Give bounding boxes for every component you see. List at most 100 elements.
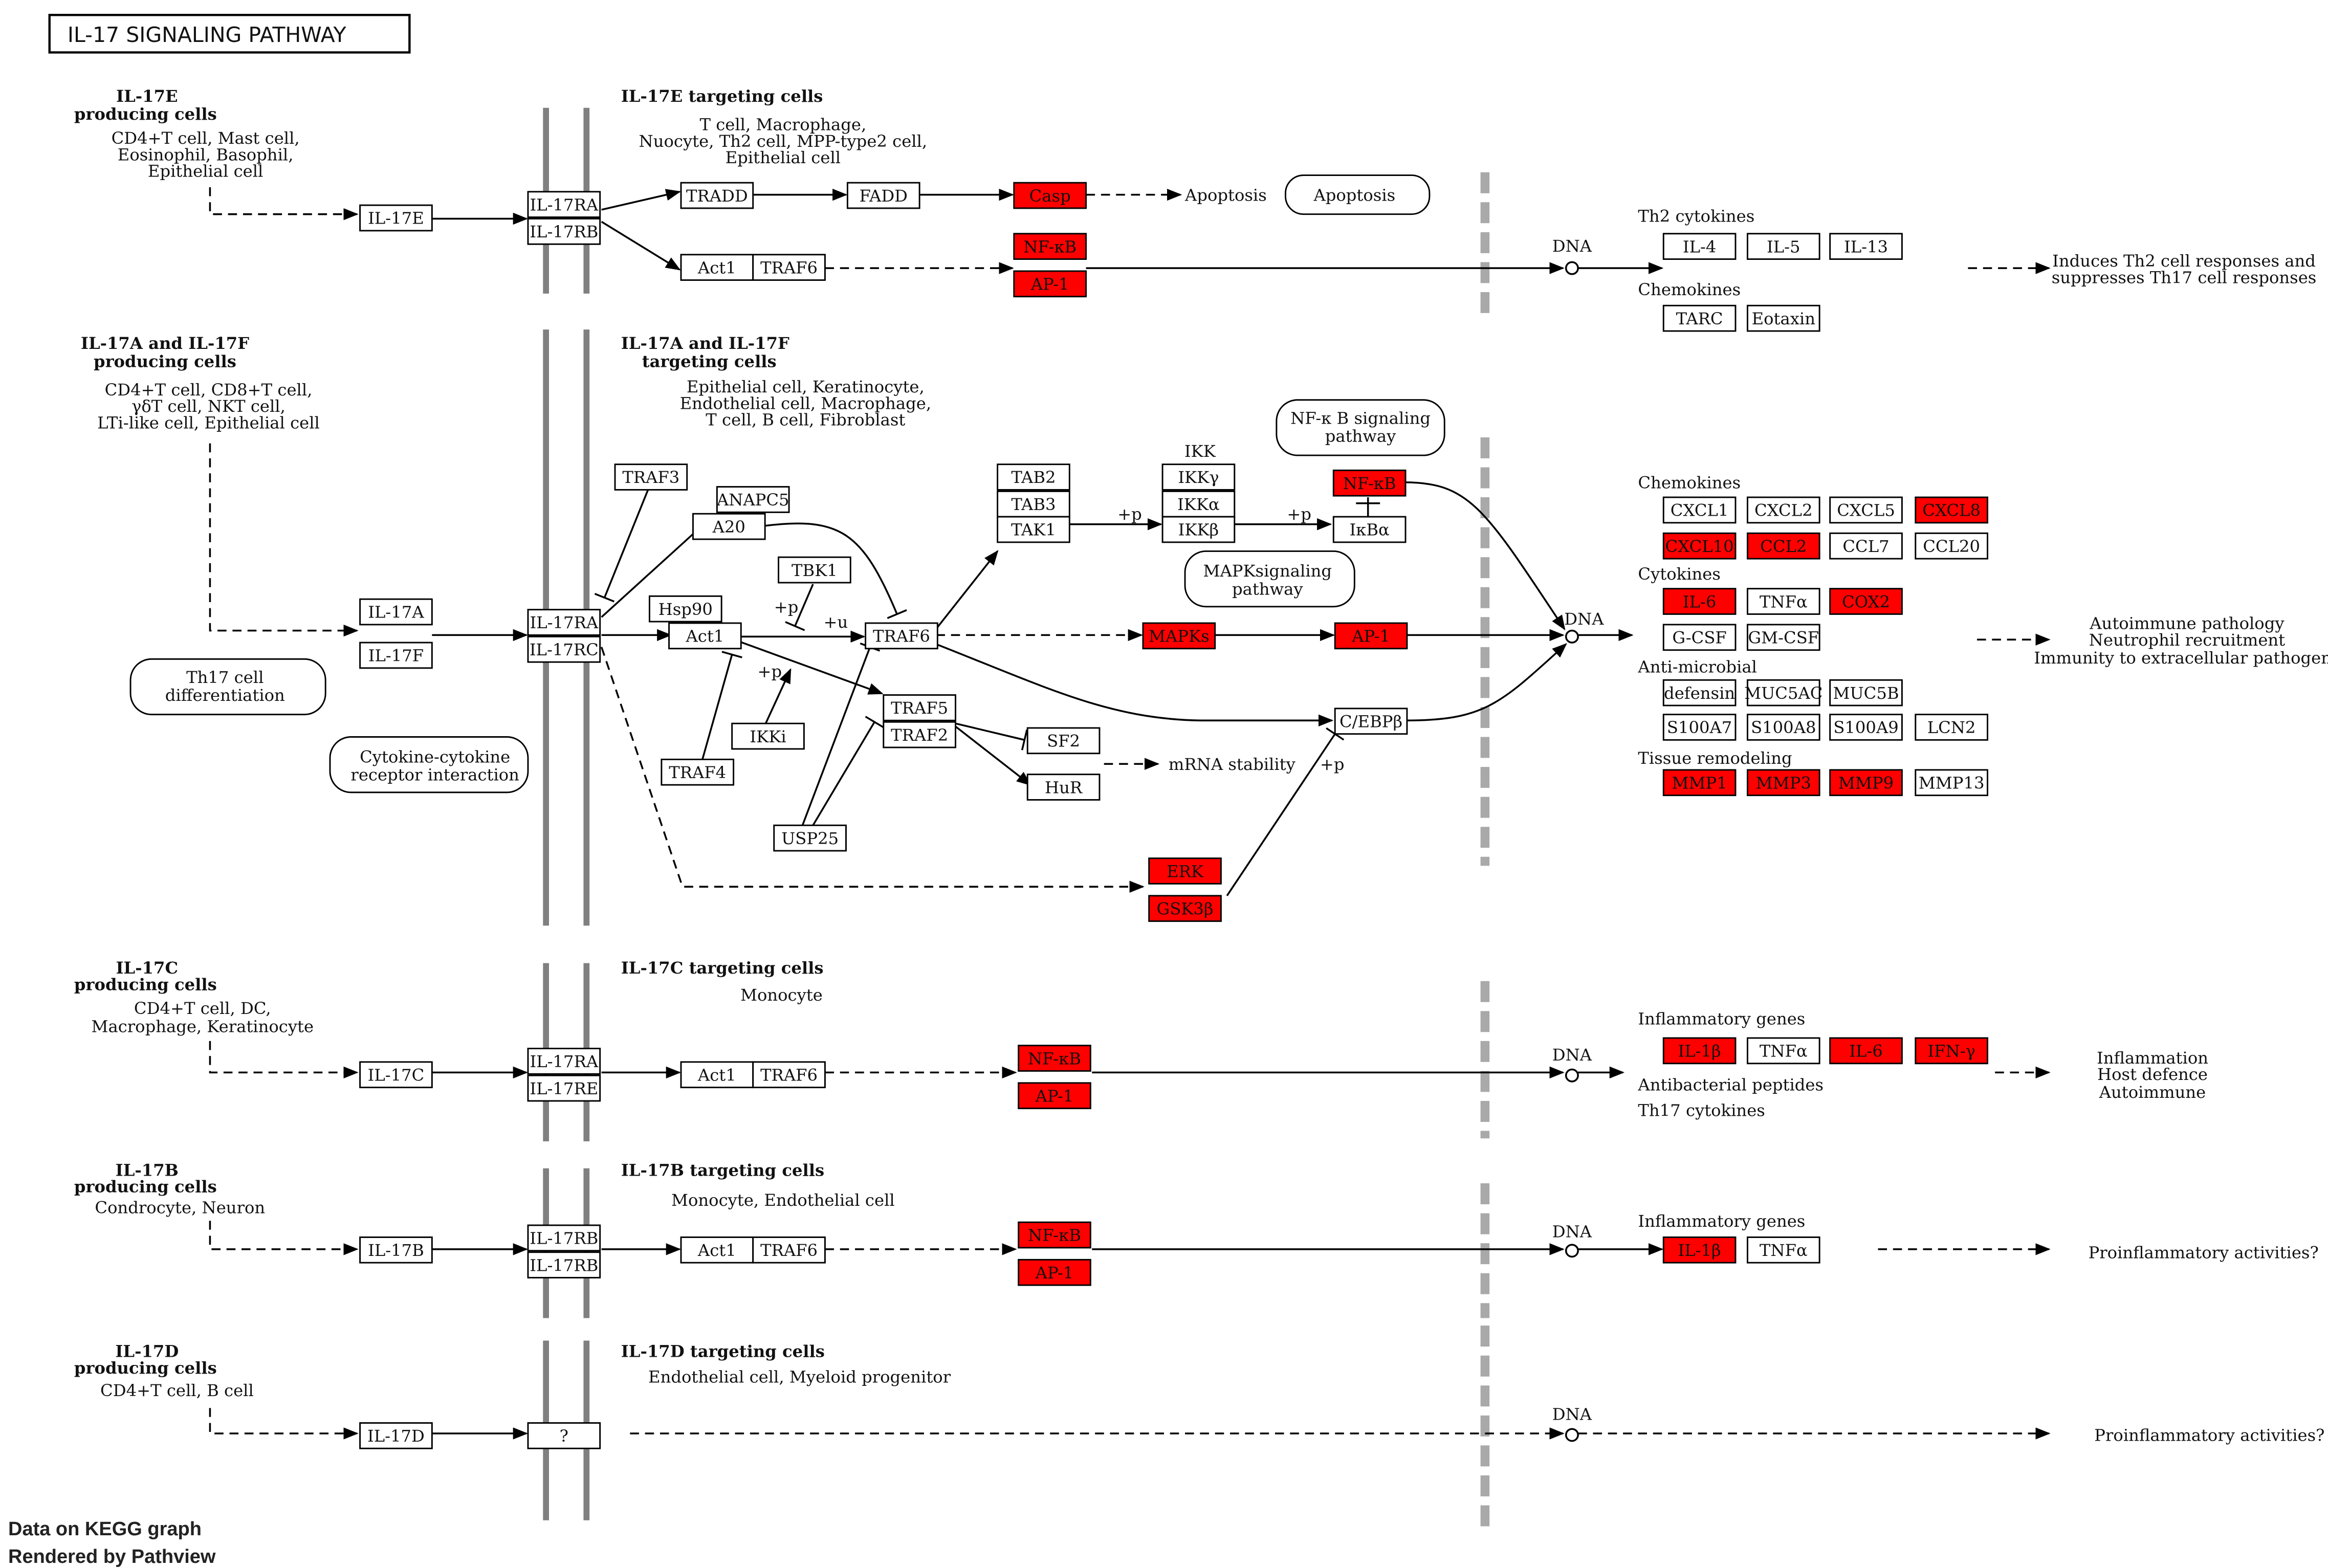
gene-box[interactable]: [527, 191, 601, 218]
gene-node-traf2[interactable]: TRAF2: [883, 721, 956, 748]
gene-box[interactable]: [1746, 1236, 1820, 1264]
gene-box[interactable]: [1746, 233, 1820, 260]
gene-node-tbk1[interactable]: TBK1: [778, 556, 851, 584]
gene-box[interactable]: [1662, 714, 1737, 741]
gene-node-s100a8[interactable]: S100A8: [1746, 714, 1820, 741]
gene-node-ikka[interactable]: IKKα: [1161, 490, 1236, 518]
gene-node-nfkb-4[interactable]: NF-κB: [1018, 1221, 1091, 1249]
gene-node-cxcl1[interactable]: CXCL1: [1662, 496, 1737, 524]
gene-box[interactable]: [883, 694, 956, 721]
gene-node-a20[interactable]: A20: [692, 513, 766, 540]
gene-node-il1b-1[interactable]: IL-1β: [1662, 1037, 1737, 1065]
gene-box[interactable]: [359, 1236, 433, 1264]
gene-node-ccl2[interactable]: CCL2: [1746, 532, 1820, 560]
th17-map-node[interactable]: [129, 658, 326, 716]
gene-box[interactable]: [1746, 624, 1820, 651]
gene-box[interactable]: [1829, 588, 1903, 615]
gene-box[interactable]: [1915, 769, 1988, 797]
cytokine-map-node[interactable]: [329, 736, 529, 793]
apoptosis-map-node[interactable]: [1285, 174, 1431, 215]
gene-box[interactable]: [1161, 516, 1236, 543]
gene-box[interactable]: [773, 824, 847, 852]
gene-node-il5[interactable]: IL-5: [1746, 233, 1820, 260]
gene-node-muc5b[interactable]: MUC5B: [1829, 679, 1903, 706]
gene-node-ikkg[interactable]: IKKγ: [1161, 463, 1236, 491]
gene-node-anapc5[interactable]: ANAPC5: [716, 486, 790, 513]
gene-node-cxcl5[interactable]: CXCL5: [1829, 496, 1903, 524]
gene-node-il17rc[interactable]: IL-17RC: [527, 635, 601, 663]
gene-box[interactable]: [1662, 769, 1737, 797]
gene-node-mmp1[interactable]: MMP1: [1662, 769, 1737, 797]
gene-node-il17rb-3[interactable]: IL-17RB: [527, 1251, 601, 1278]
nfkb-map-node[interactable]: [1276, 399, 1445, 456]
gene-node-tnfa-3[interactable]: TNFα: [1746, 1236, 1820, 1264]
gene-node-traf6-1[interactable]: TRAF6: [752, 254, 826, 281]
gene-node-nfkb-3[interactable]: NF-κB: [1018, 1045, 1091, 1072]
gene-node-ikkb[interactable]: IKKβ: [1161, 516, 1236, 543]
gene-node-mmp3[interactable]: MMP3: [1746, 769, 1820, 797]
gene-node-tarc[interactable]: TARC: [1662, 304, 1737, 332]
gene-node-ikki[interactable]: IKKi: [731, 722, 805, 750]
gene-box[interactable]: [527, 1422, 601, 1449]
gene-box[interactable]: [1829, 679, 1903, 706]
gene-box[interactable]: [527, 218, 601, 245]
gene-box[interactable]: [1746, 769, 1820, 797]
gene-box[interactable]: [997, 516, 1070, 543]
gene-node-ap1-3[interactable]: AP-1: [1018, 1082, 1091, 1110]
gene-box[interactable]: [680, 1061, 754, 1089]
gene-box[interactable]: [1746, 304, 1820, 332]
gene-node-il17rb-2[interactable]: IL-17RB: [527, 1224, 601, 1252]
gene-node-erk[interactable]: ERK: [1148, 857, 1222, 885]
gene-box[interactable]: [1746, 496, 1820, 524]
gene-node-il17ra-1[interactable]: IL-17RA: [527, 191, 601, 218]
gene-box[interactable]: [648, 595, 722, 623]
gene-node-il17e[interactable]: IL-17E: [359, 204, 433, 232]
gene-box[interactable]: [1662, 496, 1737, 524]
gene-box[interactable]: [846, 182, 920, 209]
gene-node-traf6-4[interactable]: TRAF6: [752, 1236, 826, 1264]
gene-node-il17ra-3[interactable]: IL-17RA: [527, 1048, 601, 1075]
gene-node-s100a7[interactable]: S100A7: [1662, 714, 1737, 741]
gene-node-eotaxin[interactable]: Eotaxin: [1746, 304, 1820, 332]
gene-node-il17c[interactable]: IL-17C: [359, 1061, 433, 1089]
gene-box[interactable]: [661, 758, 735, 786]
gene-box[interactable]: [527, 609, 601, 636]
gene-box[interactable]: [1746, 588, 1820, 615]
gene-box[interactable]: [1829, 532, 1903, 560]
gene-node-unknown[interactable]: ?: [527, 1422, 601, 1449]
gene-node-traf3[interactable]: TRAF3: [614, 463, 688, 491]
gene-box[interactable]: [883, 721, 956, 748]
gene-box[interactable]: [680, 1236, 754, 1264]
gene-node-act1-4[interactable]: Act1: [680, 1236, 754, 1264]
gene-box[interactable]: [752, 254, 826, 281]
gene-node-traf6-2[interactable]: TRAF6: [865, 622, 938, 650]
gene-box[interactable]: [1915, 1037, 1988, 1065]
gene-node-sf2[interactable]: SF2: [1026, 727, 1101, 755]
gene-box[interactable]: [1334, 622, 1408, 650]
gene-box[interactable]: [359, 204, 433, 232]
gene-box[interactable]: [1746, 679, 1820, 706]
gene-node-mmp13[interactable]: MMP13: [1915, 769, 1988, 797]
gene-node-ap1-4[interactable]: AP-1: [1018, 1258, 1091, 1286]
gene-box[interactable]: [1662, 532, 1737, 560]
gene-node-ap1-1[interactable]: AP-1: [1013, 270, 1087, 298]
gene-node-casp[interactable]: Casp: [1013, 182, 1087, 209]
gene-node-il17ra-2[interactable]: IL-17RA: [527, 609, 601, 636]
gene-node-act1-1[interactable]: Act1: [680, 254, 754, 281]
gene-node-gcsf[interactable]: G-CSF: [1662, 624, 1737, 651]
gene-box[interactable]: [1013, 182, 1087, 209]
gene-node-tnfa-1[interactable]: TNFα: [1746, 588, 1820, 615]
gene-node-usp25[interactable]: USP25: [773, 824, 847, 852]
gene-node-tab3[interactable]: TAB3: [997, 490, 1070, 518]
gene-node-cxcl2[interactable]: CXCL2: [1746, 496, 1820, 524]
gene-node-il17rb-1[interactable]: IL-17RB: [527, 218, 601, 245]
gene-node-cebpb[interactable]: C/EBPβ: [1334, 708, 1408, 735]
gene-box[interactable]: [1013, 233, 1087, 260]
gene-node-il6-2[interactable]: IL-6: [1829, 1037, 1903, 1065]
gene-box[interactable]: [1915, 532, 1988, 560]
gene-node-cxcl10[interactable]: CXCL10: [1662, 532, 1737, 560]
gene-box[interactable]: [778, 556, 851, 584]
gene-node-il13[interactable]: IL-13: [1829, 233, 1903, 260]
gene-box[interactable]: [1018, 1221, 1091, 1249]
gene-box[interactable]: [1332, 516, 1407, 543]
